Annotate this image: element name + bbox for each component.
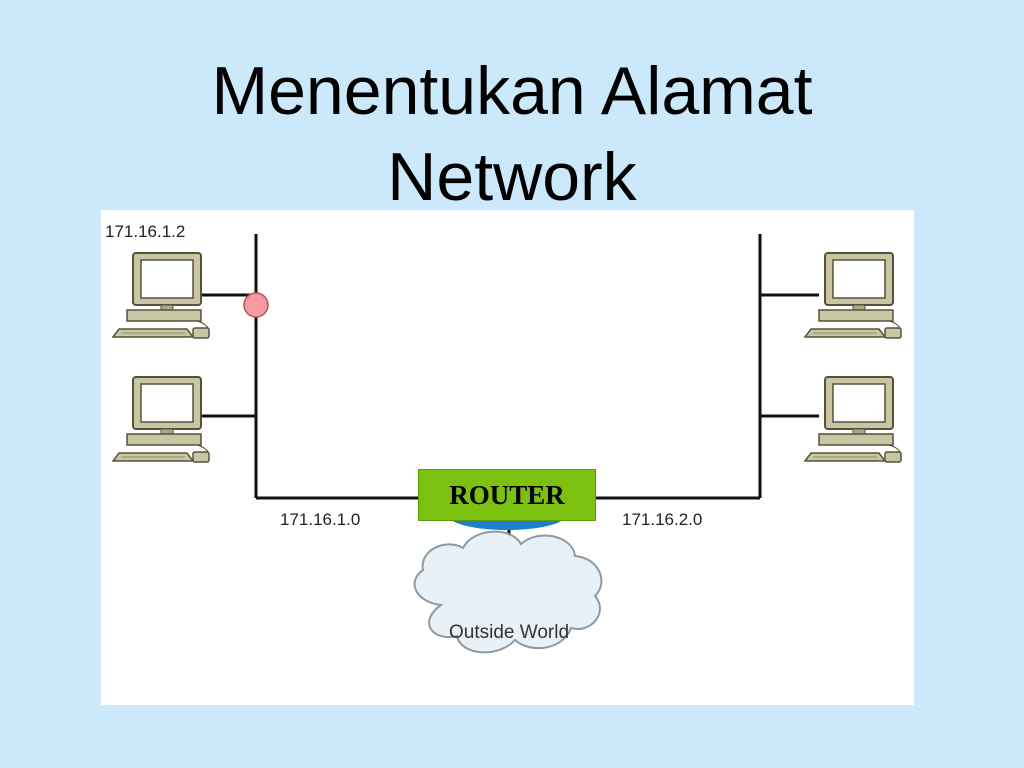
computer-icon-right-top <box>804 252 902 339</box>
cloud-icon <box>413 530 603 654</box>
router-label: ROUTER <box>449 479 565 510</box>
computer-icon-left-top <box>112 252 210 339</box>
network-left-label: 171.16.1.0 <box>280 510 360 529</box>
slide-title: Menentukan Alamat Network <box>0 48 1024 220</box>
highlight-dot <box>243 292 269 318</box>
router-box: ROUTER <box>418 469 596 521</box>
cloud-label: Outside World <box>448 622 570 643</box>
computer-icon-right-bottom <box>804 376 902 463</box>
host-ip-label: 171.16.1.2 <box>105 222 185 241</box>
title-line-1: Menentukan Alamat <box>211 53 813 129</box>
computer-icon-left-bottom <box>112 376 210 463</box>
title-line-2: Network <box>387 139 637 215</box>
network-diagram: 171.16.1.2 171.16.1.0 171.16.2.0 ROUTER … <box>101 210 914 705</box>
network-right-label: 171.16.2.0 <box>622 510 702 529</box>
